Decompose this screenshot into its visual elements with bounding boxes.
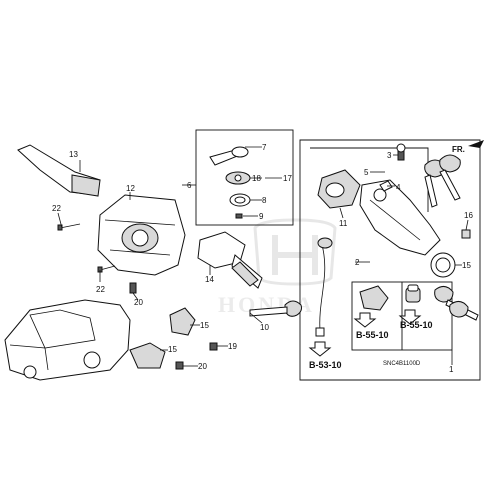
callout-22-b: 22 — [96, 285, 105, 294]
reference-b-55-10-a: B-55-10 — [356, 330, 389, 340]
callout-19: 18 — [252, 174, 261, 183]
arrow-fr-icon: FR. — [452, 140, 484, 154]
part-nut-20-b — [175, 361, 184, 370]
part-housing-8 — [229, 193, 251, 207]
part-screw-22-b — [97, 265, 116, 273]
callout-5: 5 — [364, 168, 369, 177]
part-bolt-21 — [129, 282, 137, 294]
callout-10: 10 — [260, 323, 269, 332]
callout-22-a: 22 — [52, 204, 61, 213]
part-transponder-19 — [225, 171, 251, 185]
part-switch-15-lower — [129, 342, 166, 369]
callout-14: 14 — [205, 275, 214, 284]
ref-arrow-icon — [308, 309, 422, 357]
direction-label: FR. — [452, 145, 465, 154]
part-ignition-cylinder-11 — [317, 169, 361, 209]
part-nut-20-a — [209, 342, 218, 351]
part-vehicle — [4, 299, 131, 381]
part-switch-15-upper — [169, 307, 196, 336]
part-key-10 — [249, 300, 302, 317]
leader-lines — [57, 146, 469, 367]
callout-17: 16 — [464, 211, 473, 220]
callouts: 13 12 6 7 18 17 8 9 14 10 11 2 3 5 4 16 … — [52, 143, 473, 374]
callout-11: 11 — [339, 219, 348, 228]
part-lock-inner-left — [359, 285, 389, 311]
callout-6: 6 — [187, 181, 192, 190]
callout-18: 17 — [283, 174, 292, 183]
callout-15-a: 15 — [200, 321, 209, 330]
callout-21: 20 — [134, 298, 143, 307]
part-screw-9 — [235, 213, 243, 219]
callout-20-a: 19 — [228, 342, 237, 351]
callout-16: 15 — [462, 261, 471, 270]
callout-1: 1 — [449, 365, 454, 374]
part-bolt-3 — [396, 143, 406, 161]
callout-3: 3 — [387, 151, 392, 160]
diagram-code: SNC4B1100D — [383, 361, 421, 367]
callout-4: 4 — [396, 183, 401, 192]
part-combination-switch — [97, 194, 186, 276]
part-lock-inner-right — [405, 284, 421, 303]
callout-8: 8 — [262, 196, 267, 205]
part-cable — [315, 237, 333, 337]
part-cylinder-17 — [461, 229, 471, 239]
callout-7: 7 — [262, 143, 267, 152]
part-lever-13 — [17, 144, 101, 197]
reference-b-55-10-b: B-55-10 — [400, 320, 433, 330]
callout-13: 13 — [69, 150, 78, 159]
callout-20-b: 20 — [198, 362, 207, 371]
part-key-blade-7 — [209, 146, 249, 166]
part-steering-lock-2 — [359, 179, 441, 256]
part-lever-14 — [197, 231, 263, 289]
callout-15-b: 15 — [168, 345, 177, 354]
part-keys-right — [434, 286, 479, 321]
part-clip-4 — [379, 180, 393, 192]
frame-key-set — [195, 129, 294, 226]
part-keys-top — [424, 154, 461, 208]
reference-b-53-10: B-53-10 — [309, 360, 342, 370]
callout-12: 12 — [126, 184, 135, 193]
callout-2: 2 — [355, 258, 360, 267]
part-ring-16 — [430, 252, 456, 278]
frame-lock-assembly — [299, 139, 481, 381]
callout-9: 9 — [259, 212, 264, 221]
